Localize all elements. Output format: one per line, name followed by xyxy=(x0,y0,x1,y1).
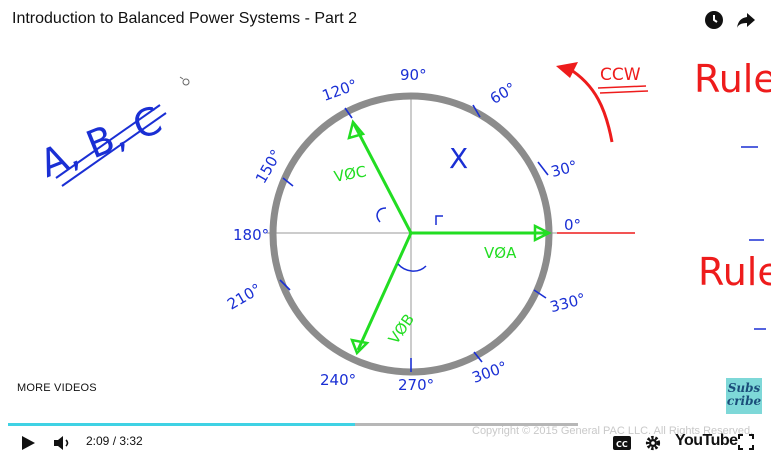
cursor-icon xyxy=(179,76,190,86)
phasor-b-label: VØB xyxy=(385,311,418,348)
phasor-b-head xyxy=(350,338,370,356)
angle-label-0: 0° xyxy=(564,216,581,234)
copyright-notice: Copyright © 2015 General PAC LLC. All Ri… xyxy=(472,425,754,437)
whiteboard-canvas: A, B, C 0° 30° 60° 90° 120° 150° 180° 21… xyxy=(34,57,771,394)
x-mark: X xyxy=(449,142,468,175)
phasor-b-arrow xyxy=(356,232,413,351)
angle-label-180: 180° xyxy=(233,226,269,244)
angle-label-300: 300° xyxy=(470,358,510,387)
angle-label-90: 90° xyxy=(400,66,427,84)
rule-label-bottom: Rule xyxy=(698,250,771,294)
volume-icon[interactable] xyxy=(52,434,72,452)
clock-icon[interactable] xyxy=(702,8,726,32)
angle-label-240: 240° xyxy=(320,371,356,389)
subscribe-label-line2: cribe xyxy=(726,394,762,408)
svg-text:CC: CC xyxy=(616,440,628,449)
player-controls: 2:09 / 3:32 CC YouTube xyxy=(0,428,771,457)
subscribe-label-line1: Subs xyxy=(727,381,761,395)
phasor-c-head xyxy=(347,119,366,140)
ccw-annotation: CCW xyxy=(556,62,649,143)
more-videos-button[interactable]: MORE VIDEOS xyxy=(17,382,97,394)
share-icon[interactable] xyxy=(734,8,758,32)
phasor-c-label: VØC xyxy=(333,162,368,185)
fullscreen-icon[interactable] xyxy=(738,434,754,450)
play-icon[interactable] xyxy=(19,434,37,452)
sequence-label: A, B, C xyxy=(34,98,168,186)
ccw-label: CCW xyxy=(600,65,641,85)
sequence-annotation: A, B, C xyxy=(34,98,168,187)
angle-label-60: 60° xyxy=(487,79,519,108)
cc-icon[interactable]: CC xyxy=(612,435,632,451)
progress-played xyxy=(8,423,355,426)
angle-label-120: 120° xyxy=(320,76,360,105)
subscribe-button[interactable]: Subs cribe xyxy=(726,378,762,414)
time-display: 2:09 / 3:32 xyxy=(86,434,143,448)
rule-label-top: Rule xyxy=(694,57,771,101)
gear-icon[interactable] xyxy=(644,434,662,452)
phasor-a-head xyxy=(533,223,552,243)
angle-label-30: 30° xyxy=(549,157,579,181)
angle-label-210: 210° xyxy=(224,280,264,314)
video-title[interactable]: Introduction to Balanced Power Systems -… xyxy=(12,10,358,27)
rotation-arcs xyxy=(376,207,443,272)
phasor-c-arrow xyxy=(352,123,413,234)
phasor-a-label: VØA xyxy=(484,244,517,262)
angle-label-330: 330° xyxy=(548,290,588,317)
angle-label-270: 270° xyxy=(398,376,434,394)
angle-ticks xyxy=(279,104,549,372)
youtube-logo[interactable]: YouTube xyxy=(675,432,738,449)
